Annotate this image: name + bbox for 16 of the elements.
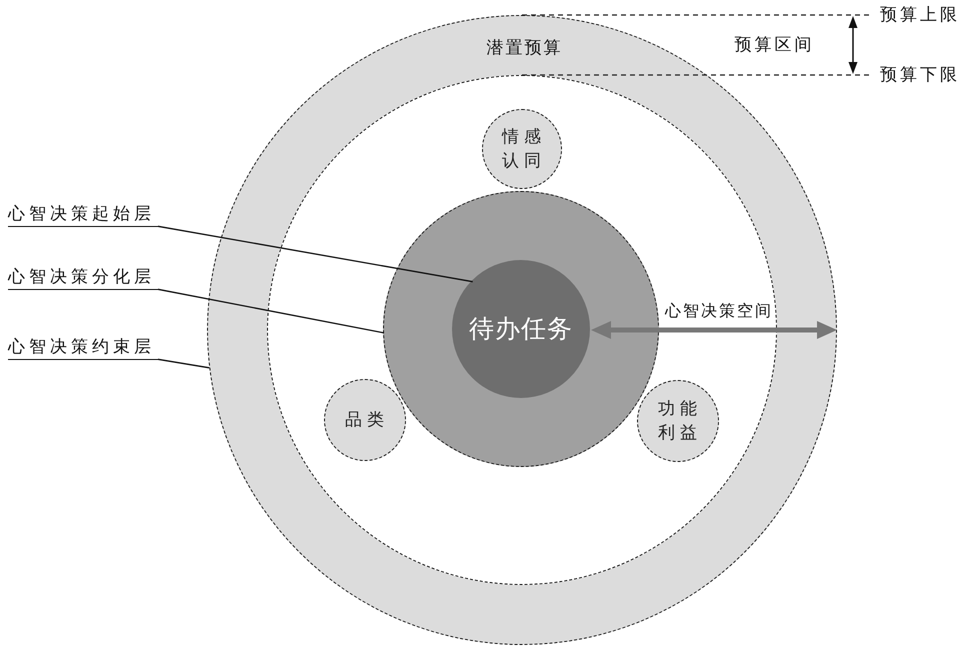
leader-line [158, 288, 384, 334]
circle-label: 情感认同 [500, 126, 547, 172]
underlined-label: 心智决策约束层 [8, 336, 158, 360]
underlined-label: 心智决策起始层 [8, 203, 158, 227]
ring-label: 潜置预算 [486, 37, 562, 58]
circle-label: 品类 [344, 408, 390, 432]
circle-label: 功能利益 [657, 398, 703, 444]
leader-line [158, 226, 473, 282]
leader-line [158, 358, 210, 368]
note-label: 预算上限 [880, 4, 960, 26]
circle-label: 待办任务 [468, 314, 573, 344]
edge-label: 心智决策空间 [665, 301, 773, 321]
note-label: 预算下限 [880, 64, 960, 86]
double-arrow [591, 321, 837, 339]
note-label: 预算区间 [734, 34, 814, 56]
underlined-label: 心智决策分化层 [8, 266, 158, 290]
